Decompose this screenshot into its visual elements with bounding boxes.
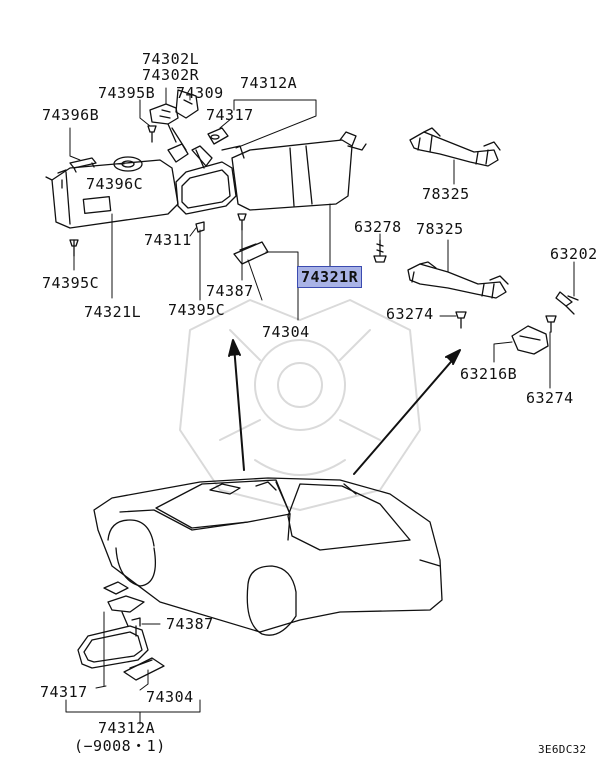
label-74387-top: 74387 — [206, 282, 254, 300]
label-74395c-mid: 74395C — [168, 301, 226, 319]
label-74304-top: 74304 — [262, 323, 310, 341]
label-78325-top: 78325 — [422, 185, 470, 203]
part-74317-top — [207, 127, 229, 145]
mirror-bottom — [77, 581, 165, 681]
label-74312a-bottom: 74312A — [98, 719, 156, 737]
label-74396b: 74396B — [42, 106, 100, 124]
screw-63278 — [373, 239, 387, 263]
label-74302l: 74302L — [142, 50, 200, 68]
bottom-leader-lines — [65, 611, 201, 725]
screw-74395c-left — [69, 239, 79, 257]
label-74396c: 74396C — [86, 175, 144, 193]
label-74304-bottom: 74304 — [146, 688, 194, 706]
screw-74395b — [147, 125, 157, 143]
assist-grip-top — [409, 127, 501, 167]
label-74312a-top: 74312A — [240, 74, 298, 92]
screw-63274-mid — [455, 311, 467, 329]
mirror-top — [167, 143, 245, 215]
label-74317-bottom: 74317 — [40, 683, 88, 701]
label-63274-mid: 63274 — [386, 305, 434, 323]
visor-clip-left — [69, 157, 97, 173]
cover-63216b — [511, 325, 549, 355]
label-74387-bottom: 74387 — [166, 615, 214, 633]
assist-grip-mid — [407, 261, 509, 299]
label-74395c-left: 74395C — [42, 274, 100, 292]
label-date-range: (−9008・1) — [74, 737, 166, 755]
label-63278: 63278 — [354, 218, 402, 236]
label-74302r: 74302R — [142, 66, 200, 84]
label-63216b: 63216B — [460, 365, 518, 383]
sun-visor-right — [231, 131, 367, 211]
leader-lines — [69, 87, 575, 389]
label-74311: 74311 — [144, 231, 192, 249]
label-74321l: 74321L — [84, 303, 142, 321]
label-63274-right: 63274 — [526, 389, 574, 407]
label-74317-top: 74317 — [206, 106, 254, 124]
clip-63202 — [555, 291, 579, 315]
screw-74311 — [195, 221, 205, 233]
screw-63274-right — [545, 315, 557, 333]
watermark-emblem — [179, 299, 421, 511]
label-74395b: 74395B — [98, 84, 156, 102]
diagram-code: 3E6DC32 — [538, 743, 587, 756]
arrows — [228, 339, 461, 475]
car-body — [93, 477, 443, 636]
cover-74387-top — [233, 241, 269, 265]
label-74321r-highlighted[interactable]: 74321R — [296, 266, 363, 288]
bracket-74309 — [175, 89, 199, 119]
label-78325-mid: 78325 — [416, 220, 464, 238]
label-74309: 74309 — [176, 84, 224, 102]
label-63202: 63202 — [550, 245, 598, 263]
screw-74395c-mid — [237, 213, 247, 231]
